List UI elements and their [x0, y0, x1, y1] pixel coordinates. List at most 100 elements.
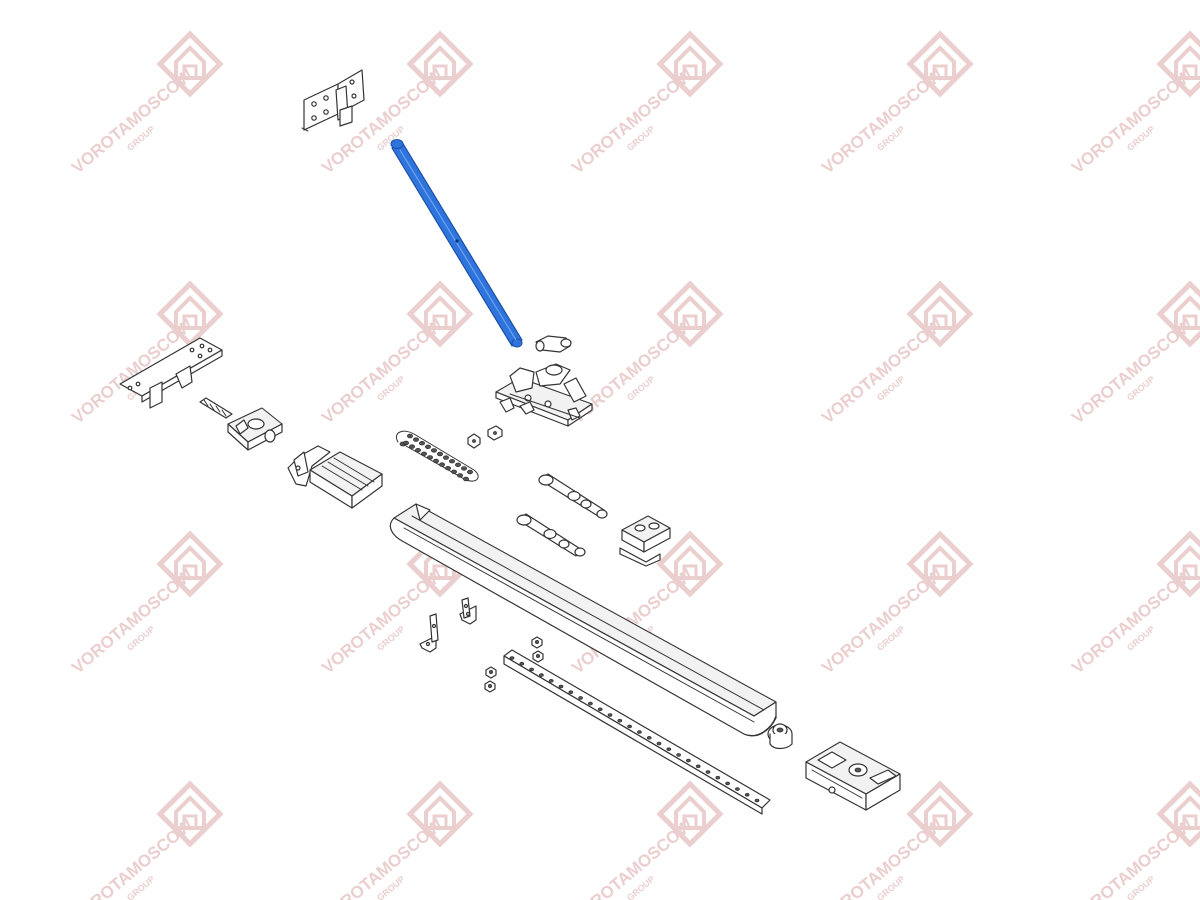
rack-hole [686, 758, 691, 763]
chain-bead [426, 455, 433, 460]
rack-hole [666, 747, 672, 751]
chain-bead [438, 462, 445, 467]
rack-hole [617, 718, 623, 723]
chain-bead [418, 441, 425, 446]
watermark-brand: VOROTAMOSCOW [318, 315, 447, 428]
watermark-brand: VOROTAMOSCOW [1068, 815, 1197, 900]
watermark-brand: VOROTAMOSCOW [318, 815, 447, 900]
chain-bead [444, 466, 451, 471]
rack-hole [695, 764, 701, 769]
chain-links[interactable] [467, 425, 503, 449]
chain-bead [424, 444, 431, 449]
rack-hole [607, 713, 613, 717]
belt-guide-end[interactable] [287, 445, 383, 509]
watermark-brand: VOROTAMOSCOW [318, 65, 447, 178]
nut-hole [488, 670, 493, 675]
watermark-brand: VOROTAMOSCOW [818, 315, 947, 428]
chain-bead [462, 476, 469, 482]
motor-head[interactable] [805, 741, 901, 811]
rack-hole [676, 753, 681, 757]
rack-hole [705, 770, 711, 774]
rack-hole [725, 781, 730, 786]
rack-hole [548, 678, 554, 683]
watermark-brand: VOROTAMOSCOW [68, 815, 197, 900]
chain-bead [414, 448, 421, 453]
chain-bead [442, 455, 449, 460]
chain-bead [450, 469, 457, 474]
mounting-angles[interactable] [419, 597, 477, 653]
guide-rail[interactable] [389, 503, 777, 737]
watermark-brand: VOROTAMOSCOW [1068, 65, 1197, 178]
rail-end-cap[interactable] [767, 723, 793, 750]
chain-bead [456, 473, 463, 478]
rack-hole [529, 667, 534, 672]
arm-connector[interactable] [535, 335, 572, 353]
watermark-brand: VOROTAMOSCOW [68, 65, 197, 178]
trolley-carriage[interactable] [495, 363, 593, 427]
rack-hole [519, 661, 525, 666]
tension-rod-upper[interactable] [538, 473, 608, 519]
nut-hole [487, 684, 492, 689]
chain-bead [412, 437, 419, 442]
drive-chain[interactable] [396, 430, 479, 482]
watermark-brand: VOROTAMOSCOW [318, 565, 447, 678]
nut-hole [535, 640, 540, 645]
chain-bead [466, 469, 473, 475]
chain-bead [406, 433, 413, 439]
chain-bead [432, 458, 439, 464]
chain-bead [402, 440, 409, 446]
watermark-layer: VOROTAMOSCOWGROUPVOROTAMOSCOWGROUPVOROTA… [68, 34, 1200, 900]
chain-bead [454, 462, 461, 467]
front-idler-assembly[interactable] [199, 397, 283, 451]
fastener-nuts[interactable] [484, 636, 544, 693]
rack-hole [627, 724, 632, 729]
rail-clip[interactable] [619, 515, 671, 567]
rack-hole [754, 798, 760, 803]
header-bracket[interactable] [119, 337, 223, 409]
chain-bead [460, 466, 467, 471]
watermark-brand: VOROTAMOSCOW [818, 565, 947, 678]
chain-bead [408, 444, 415, 449]
chain-bead [448, 459, 455, 464]
watermark-brand: VOROTAMOSCOW [568, 65, 697, 178]
rack-hole [588, 701, 593, 706]
watermark-brand: VOROTAMOSCOW [818, 65, 947, 178]
tension-rod-lower[interactable] [516, 513, 586, 557]
chain-bead [420, 451, 427, 456]
rack-hole [578, 696, 583, 700]
nut-hole [536, 654, 541, 659]
rack-hole [597, 707, 603, 712]
rack-hole [656, 741, 662, 746]
rack-hole [744, 792, 750, 797]
door-bracket[interactable] [301, 69, 365, 132]
rack-hole [539, 673, 544, 677]
rack-hole [568, 690, 574, 694]
watermark-brand: VOROTAMOSCOW [568, 815, 697, 900]
chain-bead [430, 448, 437, 453]
toothed-rack[interactable] [503, 649, 771, 815]
watermark-brand: VOROTAMOSCOW [1068, 315, 1197, 428]
rack-hole [509, 656, 515, 660]
door-arm[interactable] [390, 139, 523, 348]
rack-hole [637, 730, 642, 734]
watermark-brand: VOROTAMOSCOW [68, 565, 197, 678]
rack-hole [735, 787, 740, 791]
watermark-brand: VOROTAMOSCOW [1068, 565, 1197, 678]
watermark-brand: VOROTAMOSCOW [818, 815, 947, 900]
rack-hole [715, 775, 721, 780]
